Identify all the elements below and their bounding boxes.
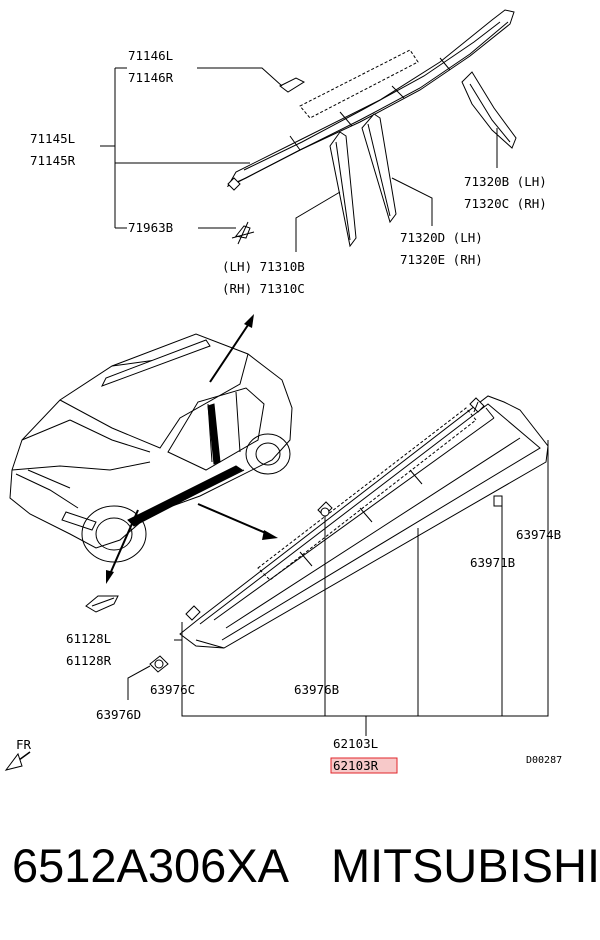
label-62103l: 62103L — [333, 736, 378, 751]
label-71320e: 71320E (RH) — [400, 252, 483, 267]
label-71320c: 71320C (RH) — [464, 196, 547, 211]
side-sill-drawing — [85, 395, 549, 673]
label-63976d: 63976D — [96, 707, 141, 722]
front-direction-arrow: FR — [4, 737, 32, 771]
label-61128r: 61128R — [66, 653, 112, 668]
clip-71963b-drawing — [231, 221, 255, 245]
label-71310b: (LH) 71310B — [222, 259, 305, 274]
label-61128l: 61128L — [66, 631, 111, 646]
highlight-box-62103r — [330, 757, 398, 774]
pillar-moulding-drawing — [329, 71, 517, 248]
label-71320d: 71320D (LH) — [400, 230, 483, 245]
label-71146l: 71146L — [128, 48, 173, 63]
label-63976c: 63976C — [150, 682, 195, 697]
car-drawing — [9, 314, 293, 584]
label-62103r: 62103R — [333, 758, 379, 773]
label-71146r: 71146R — [128, 70, 174, 85]
brand-name: MITSUBISHI — [331, 839, 600, 892]
roof-moulding-drawing — [226, 9, 515, 191]
part-labels: 71146L 71146R 71145L 71145R 71963B (LH) … — [30, 48, 562, 774]
label-63974b: 63974B — [516, 527, 561, 542]
part-number: 6512A306XA — [12, 839, 290, 892]
lower-leader-lines — [127, 440, 549, 736]
label-71963b: 71963B — [128, 220, 173, 235]
label-71310c: (RH) 71310C — [222, 281, 305, 296]
label-63971b: 63971B — [470, 555, 515, 570]
label-71145l: 71145L — [30, 131, 75, 146]
caption-line: 6512A306XA MITSUBISHI — [12, 838, 600, 893]
label-71320b: 71320B (LH) — [464, 174, 547, 189]
diagram-reference: D00287 — [526, 755, 562, 766]
fr-label: FR — [16, 737, 32, 752]
label-71145r: 71145R — [30, 153, 76, 168]
upper-leader-lines — [100, 67, 498, 252]
label-63976b: 63976B — [294, 682, 339, 697]
